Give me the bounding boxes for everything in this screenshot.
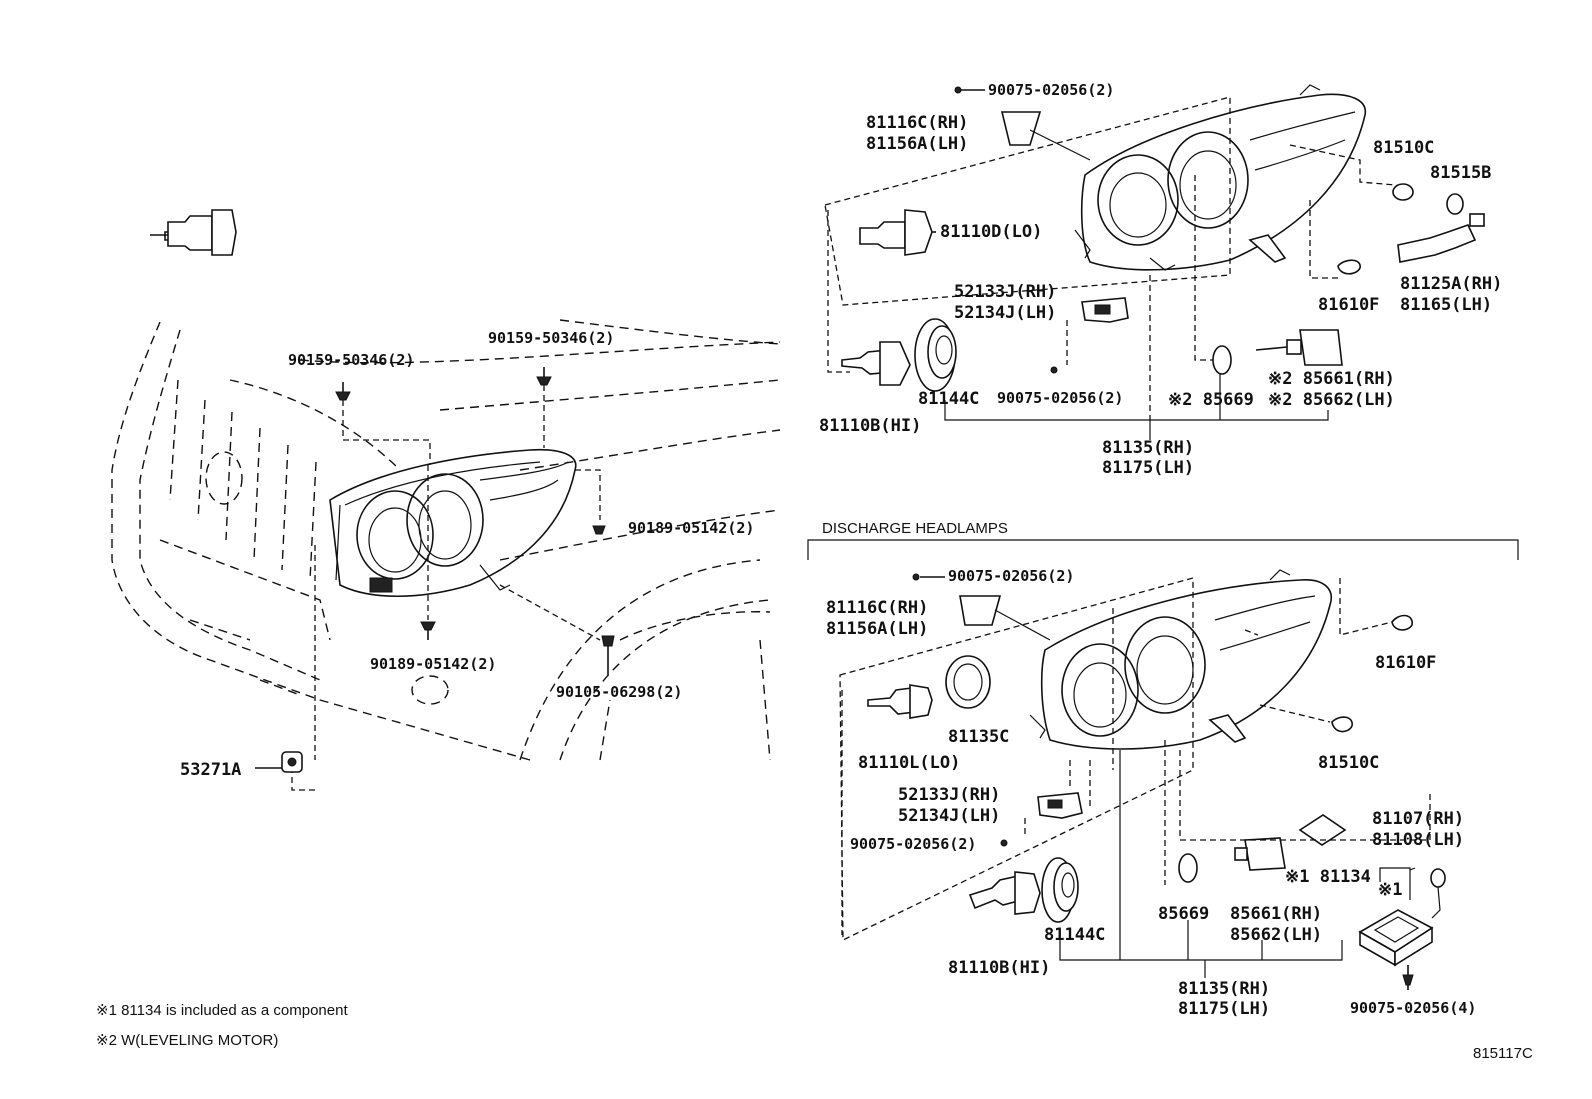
discharge-cap-icon xyxy=(945,655,991,709)
label-assy-lh: 81175(LH) xyxy=(1102,458,1194,478)
label-bracket-lh: 81156A(LH) xyxy=(866,134,968,154)
label-d-gasket: ※1 81134 xyxy=(1285,867,1371,887)
diagram-code: 815117C xyxy=(1473,1045,1533,1062)
side-bulb-icon xyxy=(1397,193,1485,263)
label-d-socket-rh: 52133J(RH) xyxy=(898,785,1000,805)
label-d-reflector: 81510C xyxy=(1318,753,1379,773)
label-d-bolt-bottom: 90075-02056(4) xyxy=(1350,999,1476,1017)
label-reflector: 81510C xyxy=(1373,138,1434,158)
label-d-socket-lh: 52134J(LH) xyxy=(898,806,1000,826)
discharge-leveling-motor-icon xyxy=(1234,837,1286,871)
screw-icon xyxy=(335,382,351,401)
label-ring: ※2 85669 xyxy=(1168,390,1254,410)
ballast-icon xyxy=(1358,868,1446,967)
clip-icon xyxy=(255,751,303,773)
label-bolt-top: 90075-02056(2) xyxy=(988,81,1114,99)
screw-icon xyxy=(536,367,552,386)
vehicle-labels: 90159-50346(2) 90159-50346(2) 90189-0514… xyxy=(180,329,754,780)
label-motor-rh: ※2 85661(RH) xyxy=(1268,369,1395,389)
label-assy-rh: 81135(RH) xyxy=(1102,438,1194,458)
label-side-socket-rh: 81125A(RH) xyxy=(1400,274,1502,294)
label-d-ring: 85669 xyxy=(1158,904,1209,924)
label-screw-c: 90189-05142(2) xyxy=(628,519,754,537)
label-d-ballast-lh: 81108(LH) xyxy=(1372,830,1464,850)
label-d-cap: 81135C xyxy=(948,727,1009,747)
label-d-assy-lh: 81175(LH) xyxy=(1178,999,1270,1019)
label-bulb-lo: 81110D(LO) xyxy=(940,222,1042,242)
discharge-headlamp-section xyxy=(807,539,1519,990)
note-1: ※1 81134 is included as a component xyxy=(96,1002,348,1019)
label-d-cover: 81144C xyxy=(1044,925,1105,945)
label-bulb-hi: 81110B(HI) xyxy=(819,416,921,436)
leveling-socket-icon xyxy=(1081,297,1129,323)
screw-icon xyxy=(592,525,606,535)
leveling-motor-icon xyxy=(1255,329,1343,366)
label-bracket-rh: 81116C(RH) xyxy=(866,113,968,133)
label-screw-b: 90159-50346(2) xyxy=(488,329,614,347)
footnotes: ※1 81134 is included as a component ※2 W… xyxy=(96,1002,1533,1062)
label-d-side-socket: 81610F xyxy=(1375,653,1436,673)
screw-icon xyxy=(601,635,615,675)
label-d-ballast-rh: 81107(RH) xyxy=(1372,809,1464,829)
label-motor-lh: ※2 85662(LH) xyxy=(1268,390,1395,410)
label-cover: 81144C xyxy=(918,389,979,409)
label-side-socket: 81610F xyxy=(1318,295,1379,315)
label-d-motor-rh: 85661(RH) xyxy=(1230,904,1322,924)
label-socket-rh: 52133J(RH) xyxy=(954,282,1056,302)
dust-cover-icon xyxy=(914,318,957,392)
label-d-bracket-lh: 81156A(LH) xyxy=(826,619,928,639)
label-d-bolt-mid: 90075-02056(2) xyxy=(850,835,976,853)
discharge-dust-cover-icon xyxy=(1041,857,1079,923)
halogen-headlamp-assembly xyxy=(150,84,1485,440)
label-d-motor-lh: 85662(LH) xyxy=(1230,925,1322,945)
label-d-bulb-hi: 81110B(HI) xyxy=(948,958,1050,978)
note-2: ※2 W(LEVELING MOTOR) xyxy=(96,1032,278,1049)
label-d-mark: ※1 xyxy=(1378,880,1402,900)
halogen-bulb-icon xyxy=(150,209,237,256)
discharge-bulb-hi-icon xyxy=(968,871,1041,915)
label-side-socket-lh: 81165(LH) xyxy=(1400,295,1492,315)
label-socket-lh: 52134J(LH) xyxy=(954,303,1056,323)
label-screw-d: 90189-05142(2) xyxy=(370,655,496,673)
discharge-leveling-socket-icon xyxy=(1037,792,1083,819)
screw-icon xyxy=(420,621,436,640)
label-bolt-mid: 90075-02056(2) xyxy=(997,389,1123,407)
bulb-lo-icon xyxy=(859,209,936,256)
top-labels: 90075-02056(2) 81116C(RH) 81156A(LH) 811… xyxy=(819,81,1502,478)
vehicle-front-illustration xyxy=(111,319,781,791)
label-d-bolt-top: 90075-02056(2) xyxy=(948,567,1074,585)
label-screw-a: 90159-50346(2) xyxy=(288,351,414,369)
label-screw-e: 90105-06298(2) xyxy=(556,683,682,701)
label-d-assy-rh: 81135(RH) xyxy=(1178,979,1270,999)
label-d-bulb-lo: 81110L(LO) xyxy=(858,753,960,773)
label-side-bulb: 81515B xyxy=(1430,163,1491,183)
label-clip: 53271A xyxy=(180,760,241,780)
discharge-bulb-lo-icon xyxy=(867,684,933,719)
label-d-bracket-rh: 81116C(RH) xyxy=(826,598,928,618)
discharge-labels: DISCHARGE HEADLAMPS 90075-02056(2) 81116… xyxy=(822,520,1476,1019)
bulb-hi-icon xyxy=(841,341,911,386)
section-header: DISCHARGE HEADLAMPS xyxy=(822,520,1008,537)
